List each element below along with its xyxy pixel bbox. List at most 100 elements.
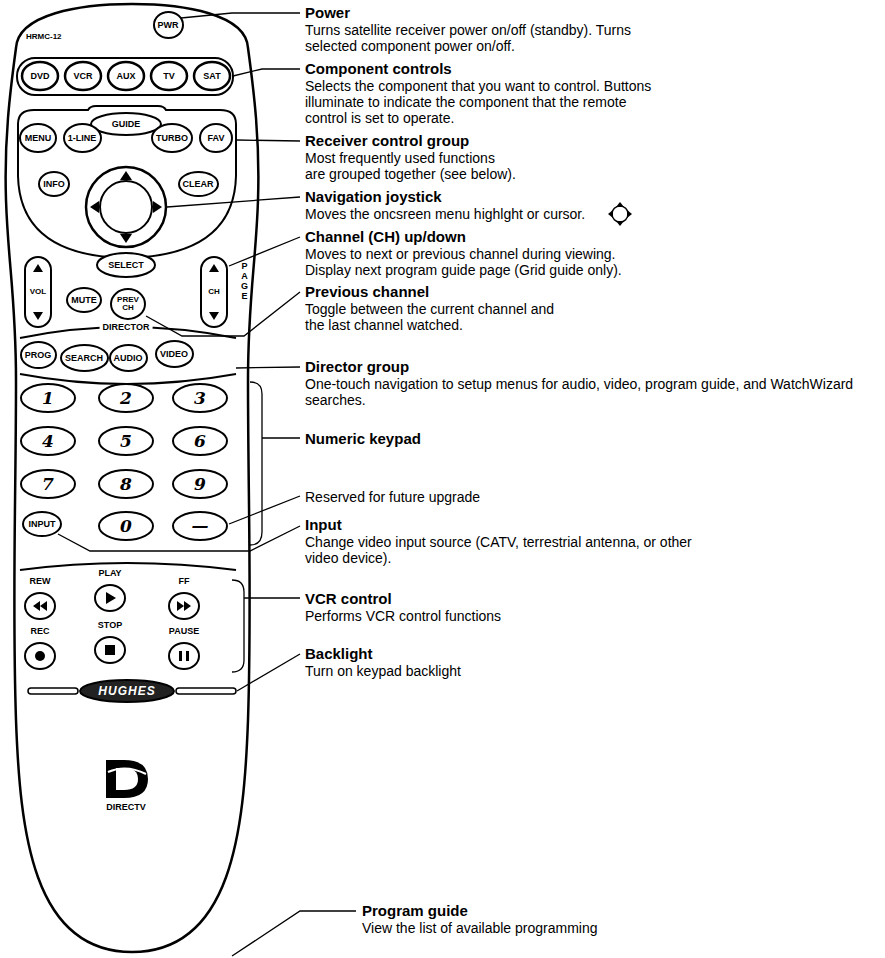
- remote-button: GUIDE: [90, 112, 162, 136]
- remote-button: TV: [150, 61, 188, 91]
- backlight-strip: [176, 688, 236, 694]
- joystick-center: [100, 181, 152, 233]
- callout-heading: Navigation joystick: [305, 188, 442, 206]
- button-label: PAUSE: [169, 627, 199, 636]
- remote-button: SAT: [193, 61, 231, 91]
- joystick-left: [90, 201, 99, 213]
- callout-text: Turns satellite receiver power on/off (s…: [305, 22, 645, 54]
- backlight-strip: [28, 688, 78, 694]
- button-label: 0: [120, 518, 132, 535]
- down-arrow: [33, 312, 43, 320]
- button-outline: [97, 253, 155, 277]
- button-outline: [99, 384, 153, 412]
- button-label: PROG: [25, 351, 52, 360]
- remote-button: —: [172, 511, 228, 541]
- leader-line: [237, 654, 300, 691]
- button-outline: [21, 384, 75, 412]
- button-label: INFO: [43, 180, 65, 189]
- button-outline: [152, 124, 192, 152]
- callout-text: Change video input source (CATV, terrest…: [305, 534, 705, 566]
- remote-button: PAUSE: [168, 642, 200, 670]
- button-label: REC: [30, 627, 49, 636]
- joystick-ring: [86, 167, 166, 247]
- leader-line: [229, 237, 300, 266]
- button-outline: [95, 637, 125, 663]
- leader-line: [232, 911, 356, 956]
- component-group-outline: [17, 58, 233, 95]
- remote-button: REW: [24, 592, 56, 620]
- directv-logo: [106, 760, 148, 798]
- button-label: 1: [42, 390, 54, 407]
- button-label: AUX: [116, 72, 135, 81]
- button-outline: [91, 113, 161, 135]
- button-outline: [156, 341, 193, 367]
- icon-triangle: [106, 592, 116, 604]
- button-label: PWR: [158, 21, 179, 30]
- vcr-icon: [105, 645, 115, 655]
- callout-text: Performs VCR control functions: [305, 608, 501, 624]
- icon-triangle: [33, 601, 40, 611]
- button-label: 1-LINE: [68, 134, 97, 143]
- button-label: PREV CH: [115, 296, 141, 312]
- callout-heading: Program guide: [362, 902, 468, 920]
- button-label: 7: [42, 476, 54, 493]
- icon-arrow: [616, 202, 624, 207]
- button-outline: [80, 680, 174, 702]
- remote-button: AUDIO: [109, 344, 148, 372]
- button-label: —: [192, 518, 209, 535]
- button-label: TV: [163, 72, 175, 81]
- joystick-icon: [608, 202, 632, 226]
- button-outline: [99, 470, 153, 498]
- vcr-icon: [177, 601, 191, 611]
- button-label: FF: [179, 577, 190, 586]
- remote-label: HRMC-12: [26, 33, 62, 41]
- icon-circle: [612, 206, 628, 222]
- button-outline: [64, 124, 101, 152]
- keypad-bracket: [250, 382, 300, 545]
- vcr-bracket: [232, 580, 300, 672]
- button-label: SAT: [203, 72, 220, 81]
- remote-button: PLAY: [94, 584, 126, 612]
- callout-heading: Input: [305, 516, 342, 534]
- callout-heading: Previous channel: [305, 283, 429, 301]
- button-label: VCR: [73, 72, 92, 81]
- icon-square: [105, 645, 115, 655]
- button-shape: [168, 642, 200, 670]
- icon-triangle: [184, 601, 191, 611]
- remote-label: PAGE: [240, 262, 249, 302]
- joystick-up: [120, 171, 132, 180]
- button-outline: [111, 289, 145, 319]
- vcr-group-line: [20, 563, 236, 570]
- callout-heading: Receiver control group: [305, 132, 469, 150]
- remote-button: CH: [200, 256, 228, 328]
- button-outline: [173, 427, 227, 455]
- button-outline: [200, 124, 232, 152]
- button-outline: [21, 342, 56, 368]
- remote-button: REC: [24, 642, 56, 670]
- remote-outline-path: [6, 4, 259, 952]
- button-outline: [95, 585, 125, 611]
- button-outline: [173, 384, 227, 412]
- remote-button: MUTE: [66, 287, 102, 313]
- remote-body: HRMC-12PAGEDIRECTORDIRECTVPWRDVDVCRAUXTV…: [0, 0, 270, 958]
- icon-arrow: [608, 210, 613, 218]
- icon-triangle: [177, 601, 184, 611]
- button-label: AUDIO: [114, 354, 143, 363]
- vcr-icon: [106, 592, 116, 604]
- remote-button: 4: [20, 426, 76, 456]
- button-label: CLEAR: [183, 180, 214, 189]
- button-label: STOP: [98, 621, 122, 630]
- button-outline: [173, 512, 227, 540]
- remote-button: HUGHES: [79, 679, 175, 703]
- button-label: 2: [120, 390, 132, 407]
- icon-dot: [35, 651, 45, 661]
- remote-button: 2: [98, 383, 154, 413]
- callout-text: Moves to next or previous channel during…: [305, 246, 655, 278]
- button-label: 6: [194, 433, 206, 450]
- callout-text: Turn on keypad backlight: [305, 663, 461, 679]
- icon-arrow: [616, 221, 624, 226]
- button-label: 3: [194, 390, 206, 407]
- callout-text: View the list of available programming: [362, 920, 598, 936]
- remote-button: SELECT: [96, 252, 156, 278]
